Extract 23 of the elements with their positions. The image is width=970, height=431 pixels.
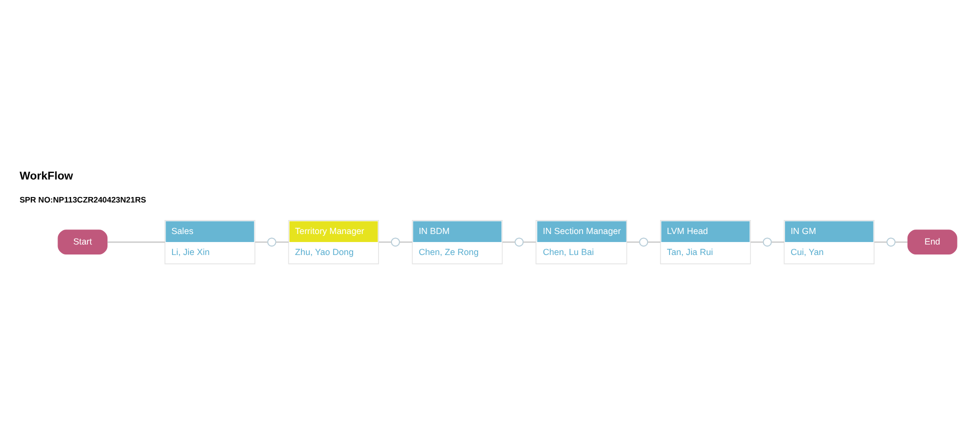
diagram-title: WorkFlow [20, 170, 74, 182]
connector [771, 241, 784, 242]
label: SPR NO:NP113CZR240423N21RS [20, 194, 146, 204]
connector [276, 241, 289, 242]
connector [502, 241, 516, 242]
node-circle [886, 237, 896, 246]
node-circle [390, 237, 400, 246]
connector [648, 241, 660, 242]
connector [874, 241, 887, 242]
node-box: End [907, 229, 958, 254]
connector [400, 241, 412, 242]
node-circle [639, 237, 648, 246]
node-circle [762, 237, 772, 246]
node-circle [267, 237, 276, 246]
connector [107, 241, 165, 242]
connector [750, 241, 764, 242]
node-circle [514, 237, 524, 246]
connector [626, 241, 640, 242]
connector [255, 241, 268, 242]
node-box: Start [58, 229, 108, 254]
connector [895, 241, 908, 242]
connector [523, 241, 536, 242]
connector [378, 241, 392, 242]
